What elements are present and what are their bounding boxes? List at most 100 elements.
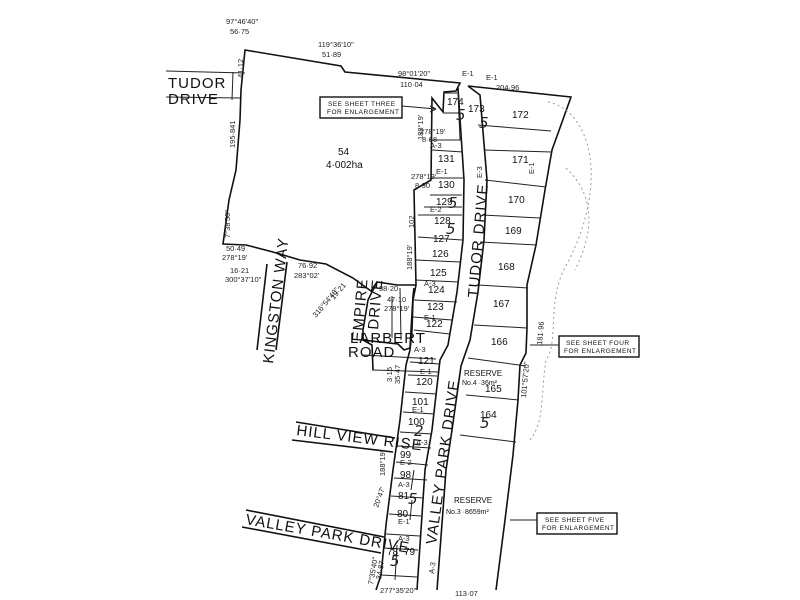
easement-label: E-1 bbox=[486, 73, 498, 82]
easement-label: E-2 bbox=[430, 205, 442, 214]
reserve-3-label: RESERVE bbox=[454, 496, 492, 505]
enlargement-note-text: SEE SHEET FOUR bbox=[566, 340, 630, 347]
lot-165: 165 bbox=[485, 384, 502, 395]
dim-bearing: 277°35'20" bbox=[380, 586, 417, 595]
road-label-empire-1: EMPIRE bbox=[349, 278, 371, 343]
enlargement-note-text: FOR ENLARGEMENT bbox=[542, 525, 615, 532]
dim-distance: 38·20 bbox=[379, 284, 398, 293]
handwritten-mark: 5 bbox=[446, 220, 456, 238]
road-labels: TUDOR DRIVE KINGSTON WAY EMPIRE DRIVE LA… bbox=[168, 75, 492, 557]
handwritten-mark: 5 bbox=[456, 106, 466, 124]
plan-linework bbox=[165, 49, 592, 591]
road-label-valley-park-west: VALLEY PARK DRIVE bbox=[244, 511, 411, 557]
easement-label: E-2 bbox=[400, 458, 412, 467]
dim-bearing: 278°19' bbox=[420, 127, 446, 136]
dim-distance: 204·96 bbox=[496, 83, 519, 92]
reserve-3-number: No.3 ·8659m² bbox=[446, 509, 489, 516]
dim-bearing: 278°19' bbox=[411, 172, 437, 181]
dim-distance: 113·07 bbox=[455, 589, 478, 598]
dim-distance: 102 bbox=[407, 215, 416, 228]
easement-label: A-3 bbox=[424, 279, 436, 288]
dim-distance: 41·12 bbox=[236, 59, 245, 78]
road-label-larbert-1: LARBERT bbox=[350, 330, 426, 347]
handwritten-mark: 5 bbox=[448, 194, 458, 212]
lot-54-area: 4·002ha bbox=[326, 160, 363, 171]
dim-bearing: 278°19' bbox=[384, 304, 410, 313]
lot-128: 128 bbox=[434, 216, 451, 227]
dim-distance: 51·89 bbox=[322, 50, 341, 59]
easement-label: E-3 bbox=[475, 166, 484, 178]
handwritten-mark: 5 bbox=[480, 414, 490, 432]
easement-label: E-1 bbox=[420, 367, 432, 376]
lot-130: 130 bbox=[438, 180, 455, 191]
dim-bearing: 119°36'10" bbox=[318, 40, 354, 49]
dim-bearing: 278°19' bbox=[222, 253, 248, 262]
enlargement-note-text: SEE SHEET FIVE bbox=[545, 517, 605, 524]
dim-bearing: 300°37'10" bbox=[225, 275, 262, 284]
enlargement-note-text: SEE SHEET THREE bbox=[328, 101, 396, 108]
easement-label: E-1 bbox=[436, 167, 448, 176]
lot-121: 121 bbox=[418, 356, 435, 367]
dim-bearing: 188°19' bbox=[405, 244, 414, 270]
lot-98: 98 bbox=[400, 470, 412, 481]
enlargement-note-box bbox=[558, 335, 640, 358]
lot-172: 172 bbox=[512, 110, 529, 121]
dim-distance: 8·90 bbox=[415, 181, 430, 190]
lot-174: 174 bbox=[447, 97, 464, 108]
road-label-valley-park-main: VALLEY PARK DRIVE bbox=[423, 379, 463, 546]
lot-166: 166 bbox=[491, 337, 508, 348]
enlargement-note-box bbox=[536, 512, 618, 535]
dim-bearing: 7°38'50" bbox=[223, 210, 232, 238]
road-label-tudor-west-2: DRIVE bbox=[168, 91, 219, 108]
dim-bearing: 98°01'20" bbox=[398, 69, 430, 78]
lot-168: 168 bbox=[498, 262, 515, 273]
dim-distance: 3·15 bbox=[385, 367, 394, 382]
lot-79: 79 bbox=[404, 547, 416, 558]
dim-distance: 8·68 bbox=[422, 135, 437, 144]
lot-125: 125 bbox=[430, 268, 447, 279]
lot-123: 123 bbox=[427, 302, 444, 313]
dim-distance: 110·04 bbox=[400, 80, 423, 89]
easement-label: A-3 bbox=[414, 345, 426, 354]
lot-131: 131 bbox=[438, 154, 455, 165]
easement-label: A-3 bbox=[427, 561, 438, 574]
dimension-labels: 97°46'40" 56·75 119°36'10" 51·89 98°01'2… bbox=[222, 17, 546, 598]
lot-100: 100 bbox=[408, 417, 425, 428]
easement-label: A-3 bbox=[416, 438, 428, 447]
lot-78: 78 bbox=[387, 547, 399, 558]
dim-distance: 16·21 bbox=[230, 266, 249, 275]
dim-distance: 35·47 bbox=[393, 365, 402, 384]
easement-label: E-1 bbox=[462, 69, 474, 78]
handwritten-mark: 2 bbox=[414, 422, 424, 440]
lot-99: 99 bbox=[400, 450, 412, 461]
easement-label: E-1 bbox=[412, 405, 424, 414]
road-label-tudor-west: TUDOR bbox=[168, 75, 226, 92]
lot-170: 170 bbox=[508, 195, 525, 206]
lot-54: 54 bbox=[338, 147, 350, 158]
lot-80: 80 bbox=[397, 509, 409, 520]
easement-label: A-3 bbox=[430, 141, 442, 150]
dim-distance: 47·10 bbox=[387, 295, 406, 304]
handwritten-mark: 5 bbox=[390, 552, 400, 570]
lot-122: 122 bbox=[426, 319, 443, 330]
easement-label: E-1 bbox=[398, 517, 410, 526]
dim-distance: 195·841 bbox=[228, 120, 237, 148]
lot-164: 164 bbox=[480, 410, 497, 421]
handwritten-mark: 5 bbox=[479, 114, 489, 132]
reserve-4-number: No.4 ·36m² bbox=[462, 380, 498, 387]
dim-bearing: 316°54'40" bbox=[311, 285, 341, 319]
easement-label: E-1 bbox=[424, 313, 436, 322]
reserve-4-label: RESERVE bbox=[464, 369, 502, 378]
dim-distance: 76·92 bbox=[298, 261, 317, 270]
lot-81: 81 bbox=[398, 491, 410, 502]
enlargement-note-box bbox=[319, 96, 403, 119]
lot-167: 167 bbox=[493, 299, 510, 310]
dim-distance: 56·75 bbox=[230, 27, 249, 36]
lot-numbers: 54 4·002ha 172 171 170 169 168 167 166 1… bbox=[326, 97, 529, 558]
easement-label: A-3 bbox=[398, 480, 410, 489]
lot-173: 173 bbox=[468, 104, 485, 115]
lot-126: 126 bbox=[432, 249, 449, 260]
enlargement-note-text: FOR ENLARGEMENT bbox=[564, 348, 637, 355]
enlargement-notes: SEE SHEET THREE FOR ENLARGEMENT SEE SHEE… bbox=[319, 96, 640, 535]
